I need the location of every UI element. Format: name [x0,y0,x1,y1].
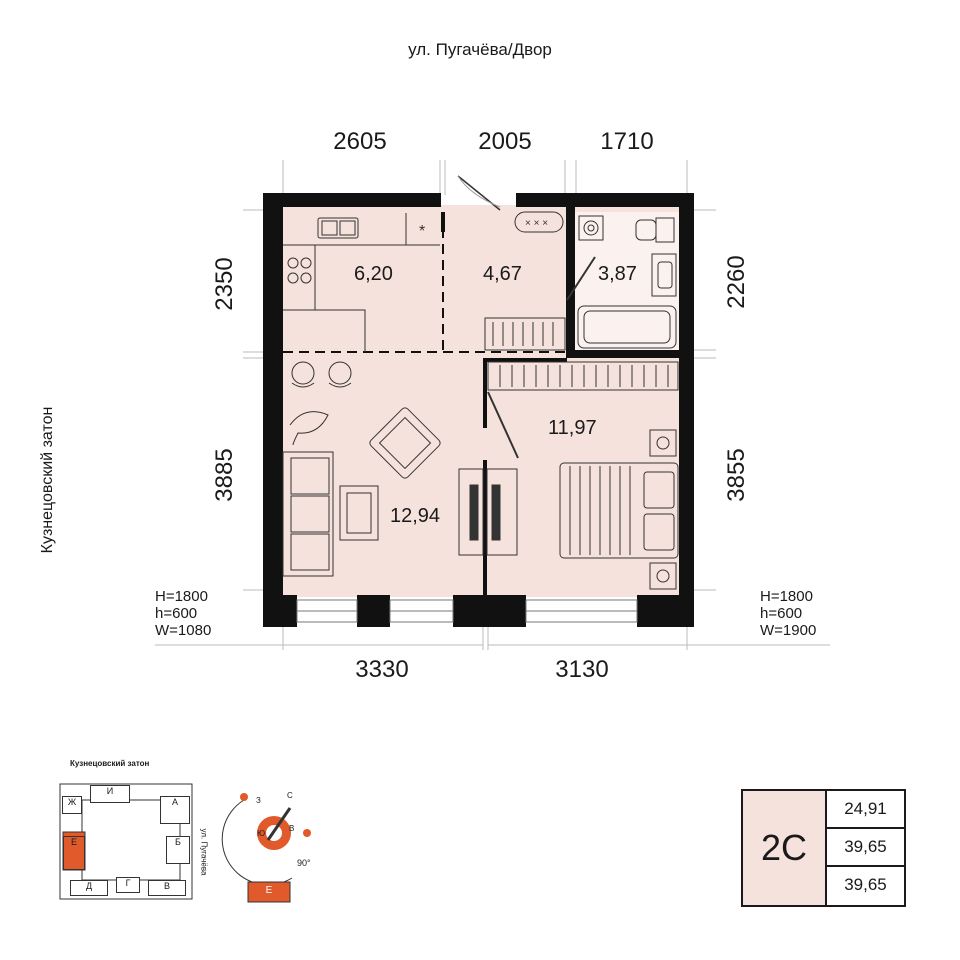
compass-w: З [256,796,261,805]
walls [263,193,694,627]
window-left-height: H=1800 [155,588,208,605]
window-right-height: H=1800 [760,588,813,605]
compass-graphic [221,793,311,903]
keyplan-section-b: Б [166,836,190,864]
area-living: 12,94 [390,505,441,527]
dim-top-2: 2005 [478,128,532,155]
dim-left-1-text: 2350 [211,257,238,311]
area-bath: 3,87 [598,263,637,285]
keyplan-street-text: ул. Пугачёва [199,828,209,876]
street-label-top: ул. Пугачёва/Двор [408,40,552,59]
compass-n: С [287,791,293,800]
dim-left-2-text: 3885 [211,448,238,502]
kitchen: * [283,213,440,352]
window-spec-left: H=1800 h=600 W=1080 [155,588,211,639]
window-right-width: W=1900 [760,622,817,639]
window-left-width: W=1080 [155,622,212,639]
window-right-sill: h=600 [760,605,803,622]
windows [296,599,638,623]
card-value-1: 24,91 [827,791,904,829]
dim-bottom-1: 3330 [355,656,409,683]
keyplan-section-v: В [148,880,186,896]
keyplan-section-d: Д [70,880,108,896]
compass-section-label: Е [265,885,273,896]
card-value-3: 39,65 [844,875,887,894]
bed [559,429,679,590]
dim-right-2: 3855 [722,425,752,525]
compass-s: Ю [257,829,266,838]
area-hall: 4,67 [483,263,522,285]
area-kitchen: 6,20 [354,263,393,285]
entrance-door [457,175,501,211]
living-furniture [282,361,518,577]
window-left-sill: h=600 [155,605,198,622]
dim-right-1: 2260 [722,232,752,332]
apartment-card: 2С 24,91 39,65 39,65 [741,789,906,907]
card-value-2: 39,65 [827,829,904,867]
keyplan-section-e: Е [63,836,85,870]
dim-top-1: 2605 [333,128,387,155]
keyplan-section-zh: Ж [62,796,82,814]
keyplan-section-g: Г [116,877,140,893]
svg-text:*: * [419,223,425,240]
dim-top-3: 1710 [600,128,654,155]
compass-e: В [289,824,295,833]
compass-angle: 90° [297,858,311,868]
keyplan-street: ул. Пугачёва [197,822,211,882]
keyplan-title: Кузнецовский затон [70,759,150,768]
dim-right-1-text: 2260 [723,255,750,309]
window-spec-right: H=1800 h=600 W=1900 [760,588,816,639]
keyplan-section-a: А [160,796,190,824]
dimension-lines [155,160,830,650]
dim-right-2-text: 3855 [723,448,750,502]
keyplan-section-i: И [90,785,130,803]
apartment-type: 2С [743,791,827,905]
bathroom [566,215,677,349]
dim-left-2: 3885 [210,425,240,525]
dim-bottom-2: 3130 [555,656,609,683]
svg-text:× × ×: × × × [525,218,548,229]
area-bedroom: 11,97 [548,417,597,439]
dim-left-1: 2350 [210,234,240,334]
